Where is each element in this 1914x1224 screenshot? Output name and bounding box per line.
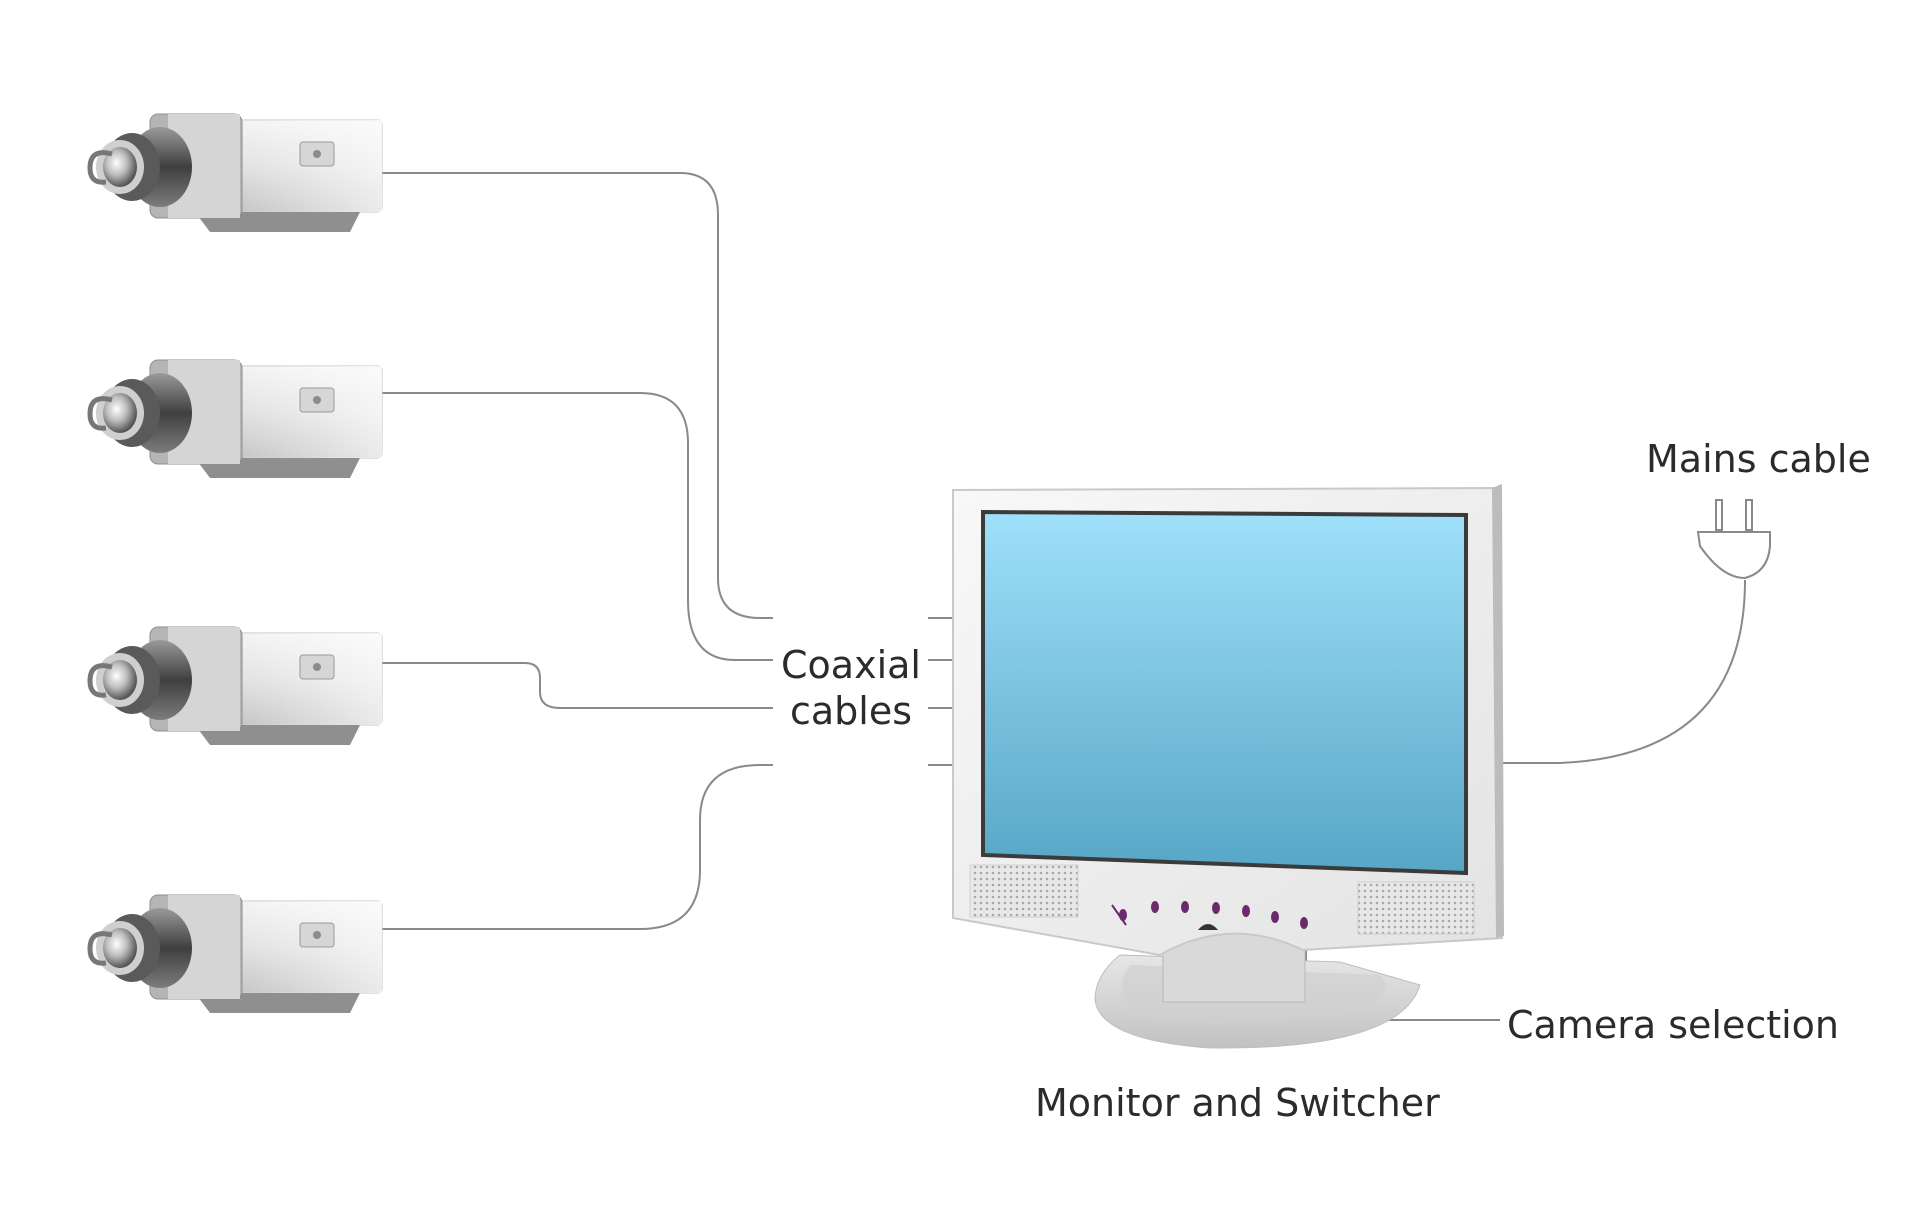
cable-camera-4 bbox=[330, 764, 773, 930]
camera-2 bbox=[87, 359, 383, 478]
select-button-4[interactable] bbox=[1212, 902, 1220, 914]
cctv-camera-icon bbox=[87, 626, 383, 745]
select-button-7[interactable] bbox=[1300, 917, 1308, 929]
cctv-camera-icon bbox=[87, 359, 383, 478]
power-plug-icon bbox=[1696, 499, 1771, 580]
coaxial-label-line1: Coaxial bbox=[781, 643, 921, 687]
mains-cable bbox=[1502, 579, 1746, 764]
select-button-5[interactable] bbox=[1242, 905, 1250, 917]
cctv-camera-icon bbox=[87, 894, 383, 1013]
camera-1 bbox=[87, 113, 383, 232]
cable-camera-2 bbox=[330, 392, 773, 661]
select-button-3[interactable] bbox=[1181, 901, 1189, 913]
camera-4 bbox=[87, 894, 383, 1013]
coaxial-label-line2: cables bbox=[789, 689, 913, 733]
monitor-screen bbox=[981, 509, 1468, 876]
speaker-left bbox=[969, 864, 1079, 918]
select-button-6[interactable] bbox=[1271, 911, 1279, 923]
coaxial-cables-label: Coaxial cables bbox=[770, 642, 932, 734]
camera-3 bbox=[87, 626, 383, 745]
coaxial-cables bbox=[330, 172, 1746, 1021]
monitor-label: Monitor and Switcher bbox=[1035, 1081, 1440, 1125]
camera-selection-label: Camera selection bbox=[1507, 1003, 1839, 1047]
camera-selection-buttons bbox=[1111, 901, 1308, 930]
monitor-icon bbox=[952, 484, 1504, 1049]
select-button-2[interactable] bbox=[1151, 901, 1159, 913]
mains-cable-label: Mains cable bbox=[1646, 437, 1871, 481]
cable-camera-1 bbox=[330, 172, 773, 619]
joystick-icon[interactable] bbox=[1198, 924, 1218, 930]
speaker-right bbox=[1357, 881, 1475, 935]
cctv-camera-icon bbox=[87, 113, 383, 232]
cable-camera-3 bbox=[330, 662, 773, 709]
